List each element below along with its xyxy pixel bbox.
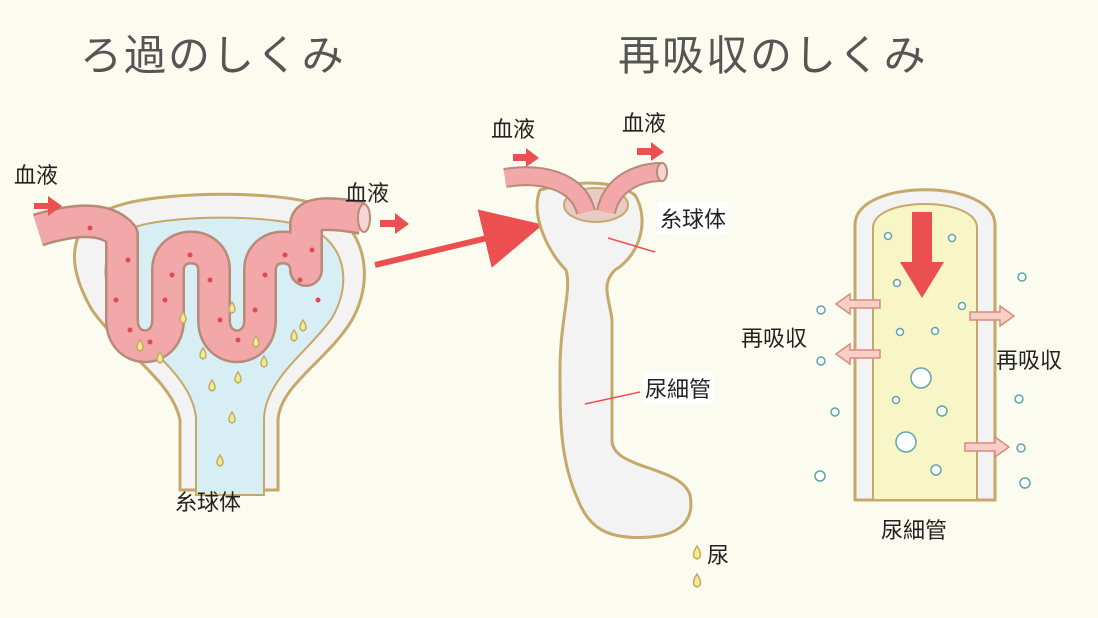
reabsorption-title: 再吸収のしくみ — [618, 31, 928, 80]
flow-down-arrow — [900, 212, 944, 298]
connector-arrow — [374, 209, 544, 268]
label-reabsorb-right: 再吸収 — [996, 349, 1063, 374]
solute-bubbles — [883, 231, 967, 476]
vessel-opening — [357, 203, 371, 233]
blood-cells — [87, 225, 321, 345]
label-reabsorb-left: 再吸収 — [741, 327, 808, 352]
urine-drop-2 — [692, 572, 702, 588]
tubule-leader — [584, 391, 641, 405]
filtrate-drops — [136, 300, 307, 467]
label-glomerulus-left: 糸球体 — [175, 491, 242, 516]
label-blood-out-left: 血液 — [345, 182, 390, 207]
label-blood-in-left: 血液 — [14, 164, 59, 189]
label-glomerulus-mid: 糸球体 — [658, 202, 729, 234]
label-tubule-mid: 尿細管 — [643, 372, 714, 404]
reabsorb-arrows — [834, 292, 1016, 459]
mid-blood-out-arrow — [637, 142, 664, 161]
mid-blood-in-arrow — [513, 148, 539, 167]
filtration-panel — [32, 192, 409, 496]
label-blood-out-mid: 血液 — [622, 112, 667, 137]
label-blood-in-mid: 血液 — [491, 118, 536, 143]
reabsorption-panel — [814, 188, 1031, 502]
mid-vessel-opening — [656, 162, 668, 182]
label-tubule-right: 尿細管 — [881, 519, 948, 544]
glomerulus-capillary — [33, 199, 365, 361]
urine-drop-1 — [692, 544, 702, 560]
glomerulus-leader — [607, 237, 656, 253]
filtration-title: ろ過のしくみ — [80, 31, 346, 80]
blood-out-arrow — [380, 213, 409, 234]
tubule-lumen — [872, 203, 978, 501]
mid-vessel-in — [503, 168, 594, 215]
mid-vessel-out — [598, 164, 663, 215]
nephron-panel — [503, 142, 702, 588]
blood-in-arrow — [34, 196, 62, 216]
label-urine: 尿 — [707, 544, 730, 569]
outside-bubbles — [814, 272, 1031, 489]
nephron-tubule — [535, 181, 693, 540]
